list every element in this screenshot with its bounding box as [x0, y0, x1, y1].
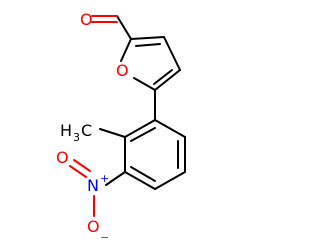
bonds: [99, 15, 186, 190]
bond-c4-c5: [154, 69, 181, 91]
bond-cho-c2: [116, 15, 132, 40]
nitro-n-label: N: [87, 176, 99, 195]
bond-b4-b5-inner: [130, 166, 156, 182]
structure-canvas: O O H 3 C N + O O −: [56, 10, 186, 244]
nitro-n-charge: +: [100, 172, 109, 185]
bond-b4-b5: [124, 171, 156, 190]
bond-n-o-top-1: [73, 159, 91, 172]
furan-oxygen-label: O: [116, 61, 129, 80]
bond-c2-c3-inner: [135, 43, 161, 47]
bond-b6-b1: [124, 119, 156, 138]
bond-c2-o1: [120, 38, 132, 62]
nitro-oxygen-top-label: O: [56, 148, 69, 167]
aldehyde-oxygen-label: O: [80, 10, 93, 29]
bond-b6-b1-inner: [130, 127, 156, 142]
methyl-c-label: C: [81, 121, 92, 140]
methyl-subscript: 3: [73, 131, 80, 144]
nitro-oxygen-bottom-label: O: [87, 217, 100, 236]
bond-c-n: [105, 171, 126, 186]
oxygen-bonds: [69, 15, 118, 217]
bond-b1-b2: [154, 119, 186, 138]
bond-c2-c3: [130, 36, 165, 40]
bond-methyl: [99, 128, 126, 138]
nitro-oxygen-charge: −: [100, 231, 109, 244]
structure-diagram: O O H 3 C N + O O −: [56, 10, 186, 244]
bond-c4-c5-inner: [153, 69, 173, 85]
bond-c3-c4: [163, 36, 181, 71]
bond-c5-o1: [133, 77, 156, 91]
methyl-h-label: H: [60, 121, 72, 140]
bond-n-o-top-2: [69, 165, 87, 178]
bond-b3-b4: [154, 171, 186, 190]
